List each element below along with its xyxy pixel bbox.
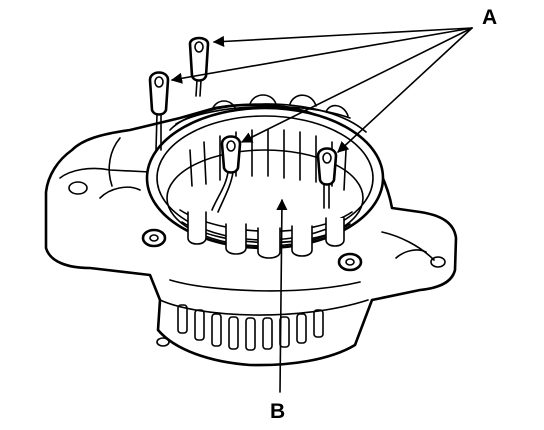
- stator-leads: [148, 36, 338, 213]
- callout-label-b: B: [270, 400, 285, 423]
- callout-a-leaders: [170, 27, 473, 153]
- callout-label-a: A: [482, 6, 497, 29]
- callout-b-leader: [276, 198, 288, 393]
